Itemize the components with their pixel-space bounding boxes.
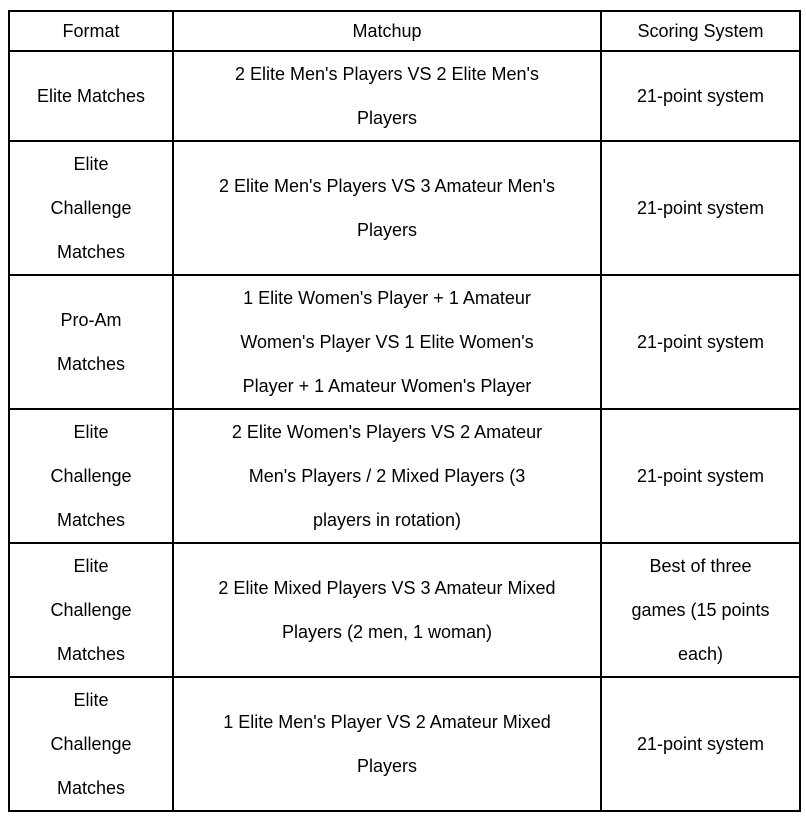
table-cell-scoring: 21-point system [600,140,801,276]
table-cell-format: Elite Challenge Matches [8,140,174,276]
table-cell-matchup: 1 Elite Women's Player + 1 Amateur Women… [172,274,602,410]
table-cell-scoring: 21-point system [600,408,801,544]
table-cell-format: Pro-Am Matches [8,274,174,410]
table-row: Pro-Am Matches 1 Elite Women's Player + … [8,274,801,410]
match-format-table: Format Matchup Scoring System Elite Matc… [8,10,801,812]
table-row: Elite Challenge Matches 2 Elite Women's … [8,408,801,544]
table-cell-matchup: 2 Elite Men's Players VS 2 Elite Men's P… [172,50,602,142]
table-row: Elite Challenge Matches 1 Elite Men's Pl… [8,676,801,812]
table-header-row: Format Matchup Scoring System [8,10,801,52]
table-cell-format: Elite Matches [8,50,174,142]
table-cell-matchup: 2 Elite Mixed Players VS 3 Amateur Mixed… [172,542,602,678]
table-cell-format: Elite Challenge Matches [8,408,174,544]
table-cell-scoring: 21-point system [600,676,801,812]
column-header-matchup: Matchup [172,10,602,52]
table-cell-matchup: 2 Elite Women's Players VS 2 Amateur Men… [172,408,602,544]
table-cell-scoring: 21-point system [600,274,801,410]
table-cell-format: Elite Challenge Matches [8,542,174,678]
table-row: Elite Challenge Matches 2 Elite Mixed Pl… [8,542,801,678]
column-header-format: Format [8,10,174,52]
table-row: Elite Challenge Matches 2 Elite Men's Pl… [8,140,801,276]
table-cell-matchup: 2 Elite Men's Players VS 3 Amateur Men's… [172,140,602,276]
table-cell-scoring: Best of three games (15 points each) [600,542,801,678]
column-header-scoring: Scoring System [600,10,801,52]
table-cell-format: Elite Challenge Matches [8,676,174,812]
table-row: Elite Matches 2 Elite Men's Players VS 2… [8,50,801,142]
table-cell-matchup: 1 Elite Men's Player VS 2 Amateur Mixed … [172,676,602,812]
table-cell-scoring: 21-point system [600,50,801,142]
